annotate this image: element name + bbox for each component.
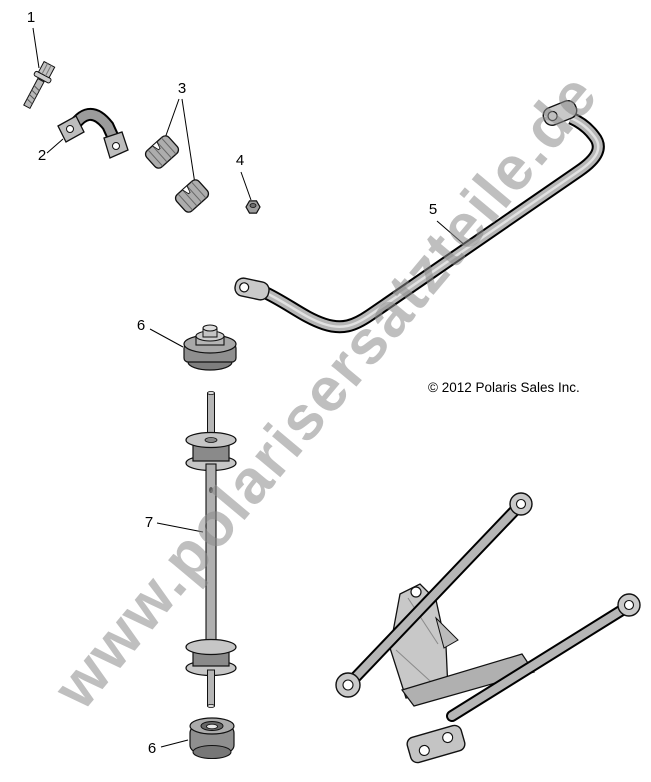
rear-control-arm-part bbox=[335, 492, 641, 764]
leader-line bbox=[46, 138, 64, 154]
flange-bolt-part bbox=[23, 60, 56, 110]
sway-bar-right-lug bbox=[542, 100, 578, 126]
leader-line bbox=[163, 98, 180, 142]
bracket-plate bbox=[389, 583, 449, 699]
leader-line bbox=[156, 522, 204, 533]
bracket-left-hole bbox=[66, 125, 74, 133]
bracket-top-hole bbox=[410, 586, 422, 598]
bolt-threads bbox=[26, 85, 40, 105]
bracket-cross-plate bbox=[401, 653, 535, 707]
leader-lines bbox=[32, 27, 468, 748]
callout-5-label: 5 bbox=[429, 201, 437, 218]
callout-6-upper-label: 6 bbox=[137, 317, 145, 334]
link-rod-top-stud bbox=[207, 392, 215, 438]
callout-7-label: 7 bbox=[145, 514, 153, 531]
bracket-gusset bbox=[435, 616, 459, 649]
bushing-slit bbox=[181, 185, 191, 195]
callout-6-lower-label: 6 bbox=[148, 740, 156, 757]
hex-nut-part bbox=[245, 200, 261, 214]
bracket-right-hole bbox=[112, 142, 120, 150]
arm-bottom-mount bbox=[406, 724, 466, 764]
grommet-upper-part bbox=[183, 324, 237, 371]
leader-line bbox=[160, 739, 189, 748]
bushing-slit bbox=[151, 141, 161, 151]
callout-2-label: 2 bbox=[38, 147, 46, 164]
bushing-upper-part bbox=[144, 135, 180, 169]
lower-washer-top bbox=[185, 638, 237, 656]
sway-bar-part bbox=[234, 100, 605, 334]
callout-4-label: 4 bbox=[236, 152, 244, 169]
sway-bar-left-hole bbox=[239, 282, 250, 293]
copyright-text: © 2012 Polaris Sales Inc. bbox=[428, 380, 580, 395]
mount-bracket-part bbox=[57, 108, 129, 159]
leader-line bbox=[436, 220, 468, 248]
bolt-shaft bbox=[23, 77, 45, 110]
sway-bar-right-hole bbox=[547, 110, 558, 122]
leader-line bbox=[149, 328, 184, 348]
grommet-lower-part bbox=[189, 717, 235, 760]
leader-line bbox=[240, 171, 252, 201]
link-rod-part bbox=[185, 390, 237, 709]
link-rod-bottom-stud bbox=[207, 669, 215, 707]
sway-bar-left-lug bbox=[234, 277, 270, 301]
callout-3-label: 3 bbox=[178, 80, 186, 97]
bushing-lower-part bbox=[174, 179, 210, 213]
callout-1-label: 1 bbox=[27, 9, 35, 26]
link-rod-hole bbox=[209, 487, 213, 493]
leader-line bbox=[181, 98, 196, 185]
leader-line bbox=[32, 27, 40, 69]
